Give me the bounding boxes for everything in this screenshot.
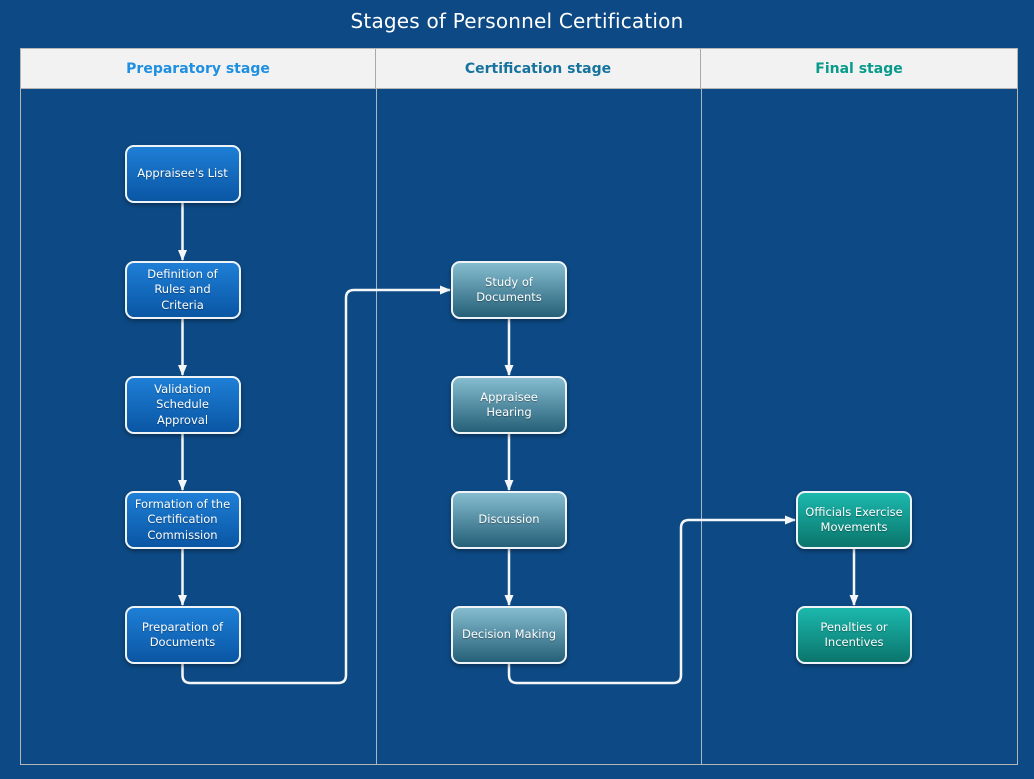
flow-node-label: Officials Exercise Movements: [805, 504, 903, 534]
flow-node-officials-exercise: Officials Exercise Movements: [796, 491, 912, 549]
flow-node-label: Penalties or Incentives: [820, 619, 888, 649]
flow-node-label: Validation Schedule Approval: [154, 382, 211, 427]
diagram-title: Stages of Personnel Certification: [350, 9, 684, 33]
lane-header-label: Preparatory stage: [126, 60, 270, 77]
lane-header-row: Preparatory stage Certification stage Fi…: [21, 49, 1017, 89]
flow-node-definition-rules: Definition of Rules and Criteria: [124, 261, 241, 319]
lane-divider: [701, 89, 702, 764]
flow-node-label: Formation of the Certification Commissio…: [134, 497, 231, 542]
lane-header-label: Certification stage: [464, 60, 612, 77]
flow-node-label: Discussion: [478, 512, 540, 527]
flow-node-label: Decision Making: [461, 627, 557, 642]
swimlane-table: Preparatory stage Certification stage Fi…: [20, 48, 1018, 765]
lane-header-final: Final stage: [701, 49, 1017, 88]
flow-node-study-documents: Study of Documents: [451, 261, 567, 319]
flow-node-label: Preparation of Documents: [141, 619, 224, 649]
lane-header-preparatory: Preparatory stage: [21, 49, 376, 88]
lane-header-certification: Certification stage: [376, 49, 701, 88]
flow-node-appraisees-list: Appraisee's List: [124, 145, 241, 203]
flow-node-penalties-incentives: Penalties or Incentives: [796, 606, 912, 664]
flow-node-label: Appraisee's List: [137, 166, 228, 181]
flow-node-preparation-documents: Preparation of Documents: [124, 606, 241, 664]
flow-node-discussion: Discussion: [451, 491, 567, 549]
lane-header-label: Final stage: [815, 60, 903, 77]
flow-node-label: Study of Documents: [476, 274, 542, 304]
flow-node-appraisee-hearing: Appraisee Hearing: [451, 376, 567, 434]
flow-node-decision-making: Decision Making: [451, 606, 567, 664]
flow-node-label: Appraisee Hearing: [480, 389, 538, 419]
flow-node-validation-schedule: Validation Schedule Approval: [124, 376, 241, 434]
flow-node-formation-commission: Formation of the Certification Commissio…: [124, 491, 241, 549]
flow-node-label: Definition of Rules and Criteria: [147, 267, 218, 312]
